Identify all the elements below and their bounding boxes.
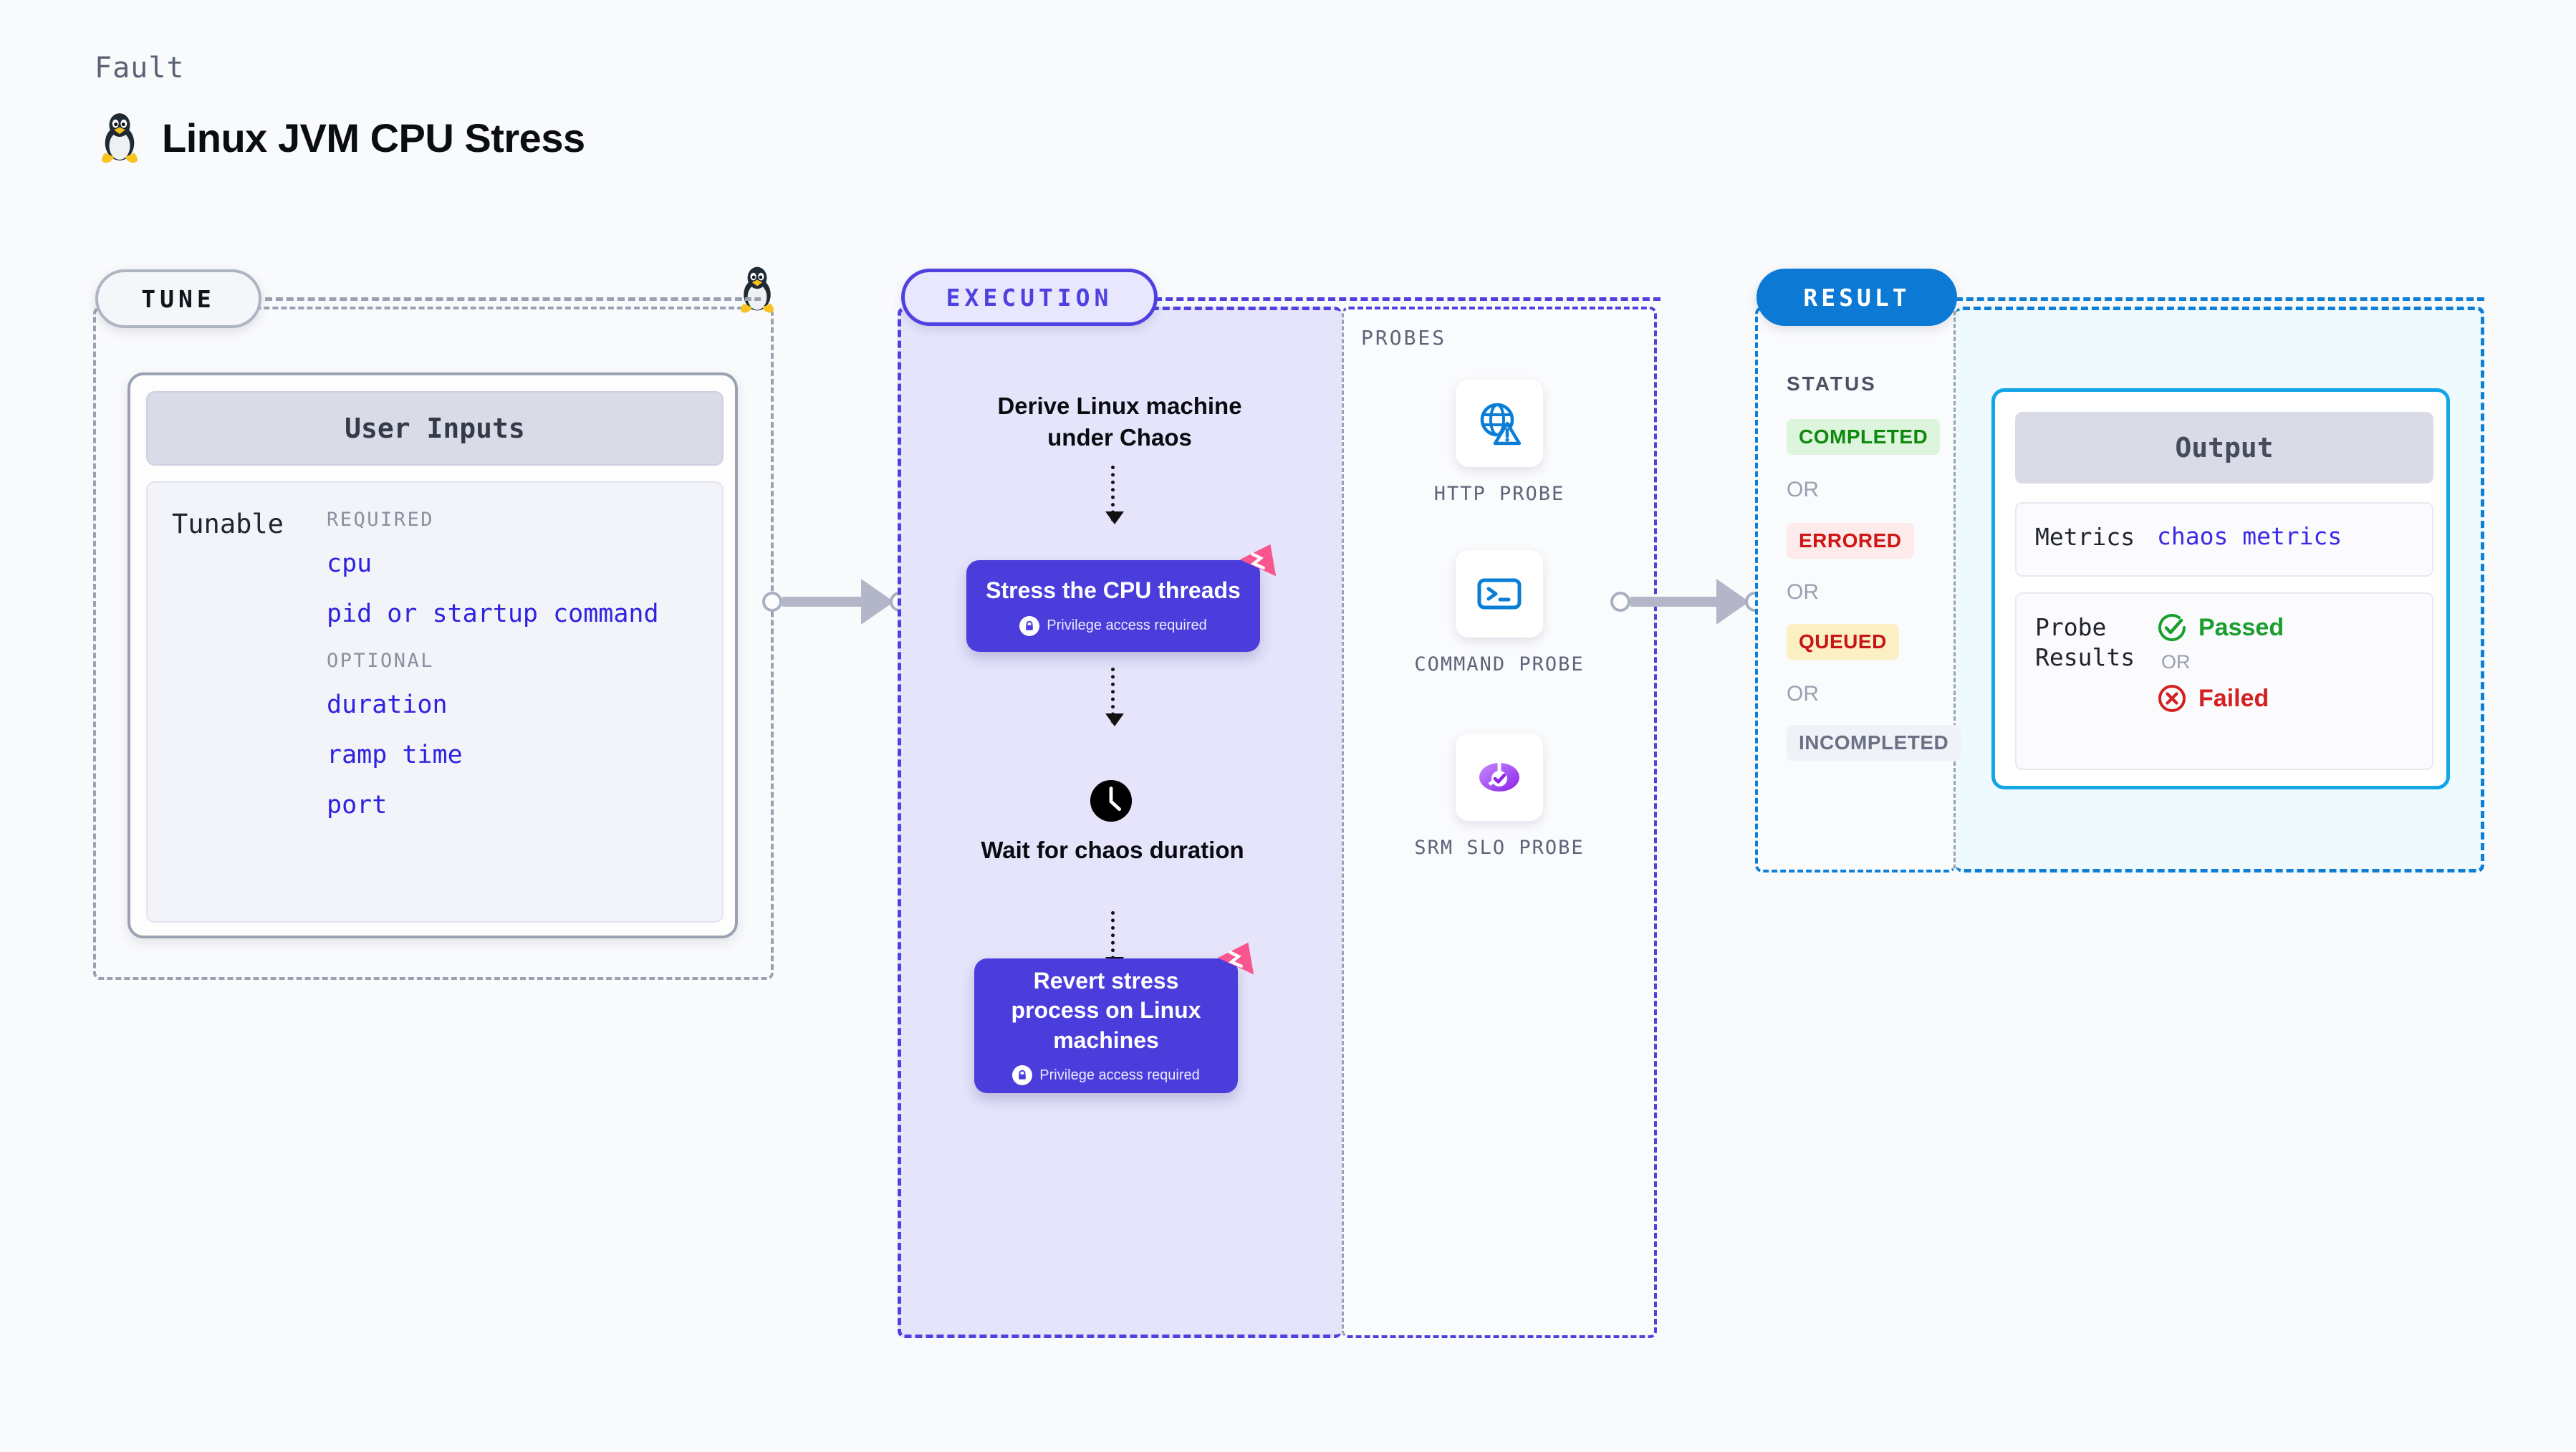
execution-step-derive-label: Derive Linux machine under Chaos: [997, 393, 1242, 451]
execution-step-revert-label: Revert stress process on Linux machines: [1011, 967, 1201, 1053]
probe-tile: [1456, 380, 1543, 467]
linux-penguin-node-icon: [741, 266, 774, 313]
optional-group-label: OPTIONAL: [327, 650, 435, 672]
probe-result-passed-label: Passed: [2198, 613, 2284, 641]
chaos-fault-icon: [1239, 544, 1277, 577]
probes-heading: PROBES: [1361, 326, 1447, 350]
execution-arrow-1: [1105, 466, 1124, 524]
probe-command[interactable]: COMMAND PROBE: [1342, 550, 1657, 678]
output-probe-results-key: Probe Results: [2035, 613, 2135, 672]
connector-bar: [1630, 597, 1716, 607]
status-or-2: OR: [1787, 580, 1819, 604]
tunable-list: REQUIRED cpu pid or startup command OPTI…: [327, 509, 722, 921]
status-badge-queued: QUEUED: [1787, 624, 1899, 660]
page-kicker: Fault: [95, 52, 185, 85]
output-metrics-value[interactable]: chaos metrics: [2157, 522, 2342, 550]
srm-slo-icon: [1479, 763, 1519, 792]
probe-result-failed: Failed: [2157, 683, 2284, 713]
required-group-label: REQUIRED: [327, 509, 435, 531]
tunable-item-pid-or-startup-command[interactable]: pid or startup command: [327, 600, 659, 628]
execution-step-stress-box[interactable]: Stress the CPU threads Privilege access …: [966, 544, 1277, 652]
probe-command-label: COMMAND PROBE: [1414, 653, 1585, 675]
status-or-1: OR: [1787, 478, 1819, 501]
result-pill[interactable]: RESULT: [1756, 269, 1957, 326]
status-region: [1755, 307, 1956, 872]
probe-result-failed-label: Failed: [2198, 684, 2269, 712]
probe-http-label: HTTP PROBE: [1433, 483, 1565, 505]
tune-connector-dash: [265, 297, 742, 301]
connector-start-dot: [762, 592, 782, 612]
tunable-item-port[interactable]: port: [327, 791, 388, 819]
execution-step-revert-box[interactable]: Revert stress process on Linux machines …: [974, 942, 1254, 1093]
probe-tile: [1456, 550, 1543, 638]
status-or-3: OR: [1787, 682, 1819, 706]
globe-warning-icon: [1480, 403, 1522, 446]
status-badge-incompleted: INCOMPLETED: [1787, 725, 1961, 761]
user-inputs-body: Tunable REQUIRED cpu pid or startup comm…: [146, 481, 724, 923]
execution-region: [898, 307, 1342, 1338]
terminal-icon: [1477, 578, 1522, 610]
execution-step-wait-label: Wait for chaos duration: [981, 837, 1244, 863]
connector-tune-to-execution: [762, 579, 913, 625]
tunable-item-ramp-time[interactable]: ramp time: [327, 741, 463, 769]
connector-arrow-icon: [1716, 579, 1749, 625]
connector-arrow-icon: [861, 579, 894, 625]
probe-result-passed: Passed: [2157, 612, 2284, 643]
output-row-probe-results: Probe Results Passed OR Failed: [2015, 592, 2433, 770]
execution-step-stress-label: Stress the CPU threads: [986, 577, 1241, 604]
x-circle-icon: [2158, 685, 2186, 712]
privilege-note-label: Privilege access required: [1039, 1067, 1200, 1083]
status-badge-errored: ERRORED: [1787, 523, 1914, 559]
output-metrics-key: Metrics: [2035, 523, 2135, 551]
result-top-dash: [1956, 297, 2484, 301]
clock-icon: [1090, 779, 1133, 822]
connector-start-dot: [1610, 592, 1630, 612]
probe-tile: [1456, 734, 1543, 821]
user-inputs-title: User Inputs: [146, 391, 724, 466]
status-badge-completed: COMPLETED: [1787, 419, 1941, 455]
chaos-fault-icon: [1217, 942, 1254, 975]
tunable-item-duration[interactable]: duration: [327, 691, 448, 719]
tune-pill[interactable]: TUNE: [95, 269, 261, 328]
status-heading: STATUS: [1787, 372, 1877, 395]
tunable-item-cpu[interactable]: cpu: [327, 549, 373, 578]
execution-probes-top-dash: [1155, 297, 1661, 301]
probe-srm-slo[interactable]: SRM SLO PROBE: [1342, 734, 1657, 861]
execution-pill[interactable]: EXECUTION: [901, 269, 1158, 326]
connector-execution-to-result: [1610, 579, 1775, 625]
check-circle-icon: [2158, 614, 2186, 642]
output-card: Output Metrics chaos metrics Probe Resul…: [1991, 388, 2450, 789]
tunable-label: Tunable: [172, 509, 284, 539]
probe-srm-slo-label: SRM SLO PROBE: [1414, 837, 1585, 859]
output-title: Output: [2015, 412, 2433, 484]
privilege-note-label: Privilege access required: [1047, 617, 1207, 634]
lock-icon: [1012, 1065, 1033, 1086]
probes-region: [1342, 307, 1657, 1338]
user-inputs-card: User Inputs Tunable REQUIRED cpu pid or …: [128, 372, 738, 938]
output-probe-results-value: Passed OR Failed: [2157, 594, 2284, 769]
privilege-note: Privilege access required: [1019, 615, 1207, 636]
tune-connector-dash-right: [745, 297, 761, 301]
connector-bar: [782, 597, 861, 607]
lock-icon: [1019, 615, 1040, 636]
output-row-metrics: Metrics chaos metrics: [2015, 502, 2433, 577]
probe-result-or: OR: [2161, 651, 2191, 673]
page-title-row: Linux JVM CPU Stress: [97, 111, 585, 164]
tune-region: [93, 307, 774, 980]
page-title: Linux JVM CPU Stress: [162, 115, 585, 160]
linux-penguin-icon: [102, 113, 138, 163]
privilege-note-2: Privilege access required: [1012, 1065, 1200, 1086]
execution-arrow-2: [1105, 668, 1124, 726]
probe-http[interactable]: HTTP PROBE: [1342, 380, 1657, 507]
